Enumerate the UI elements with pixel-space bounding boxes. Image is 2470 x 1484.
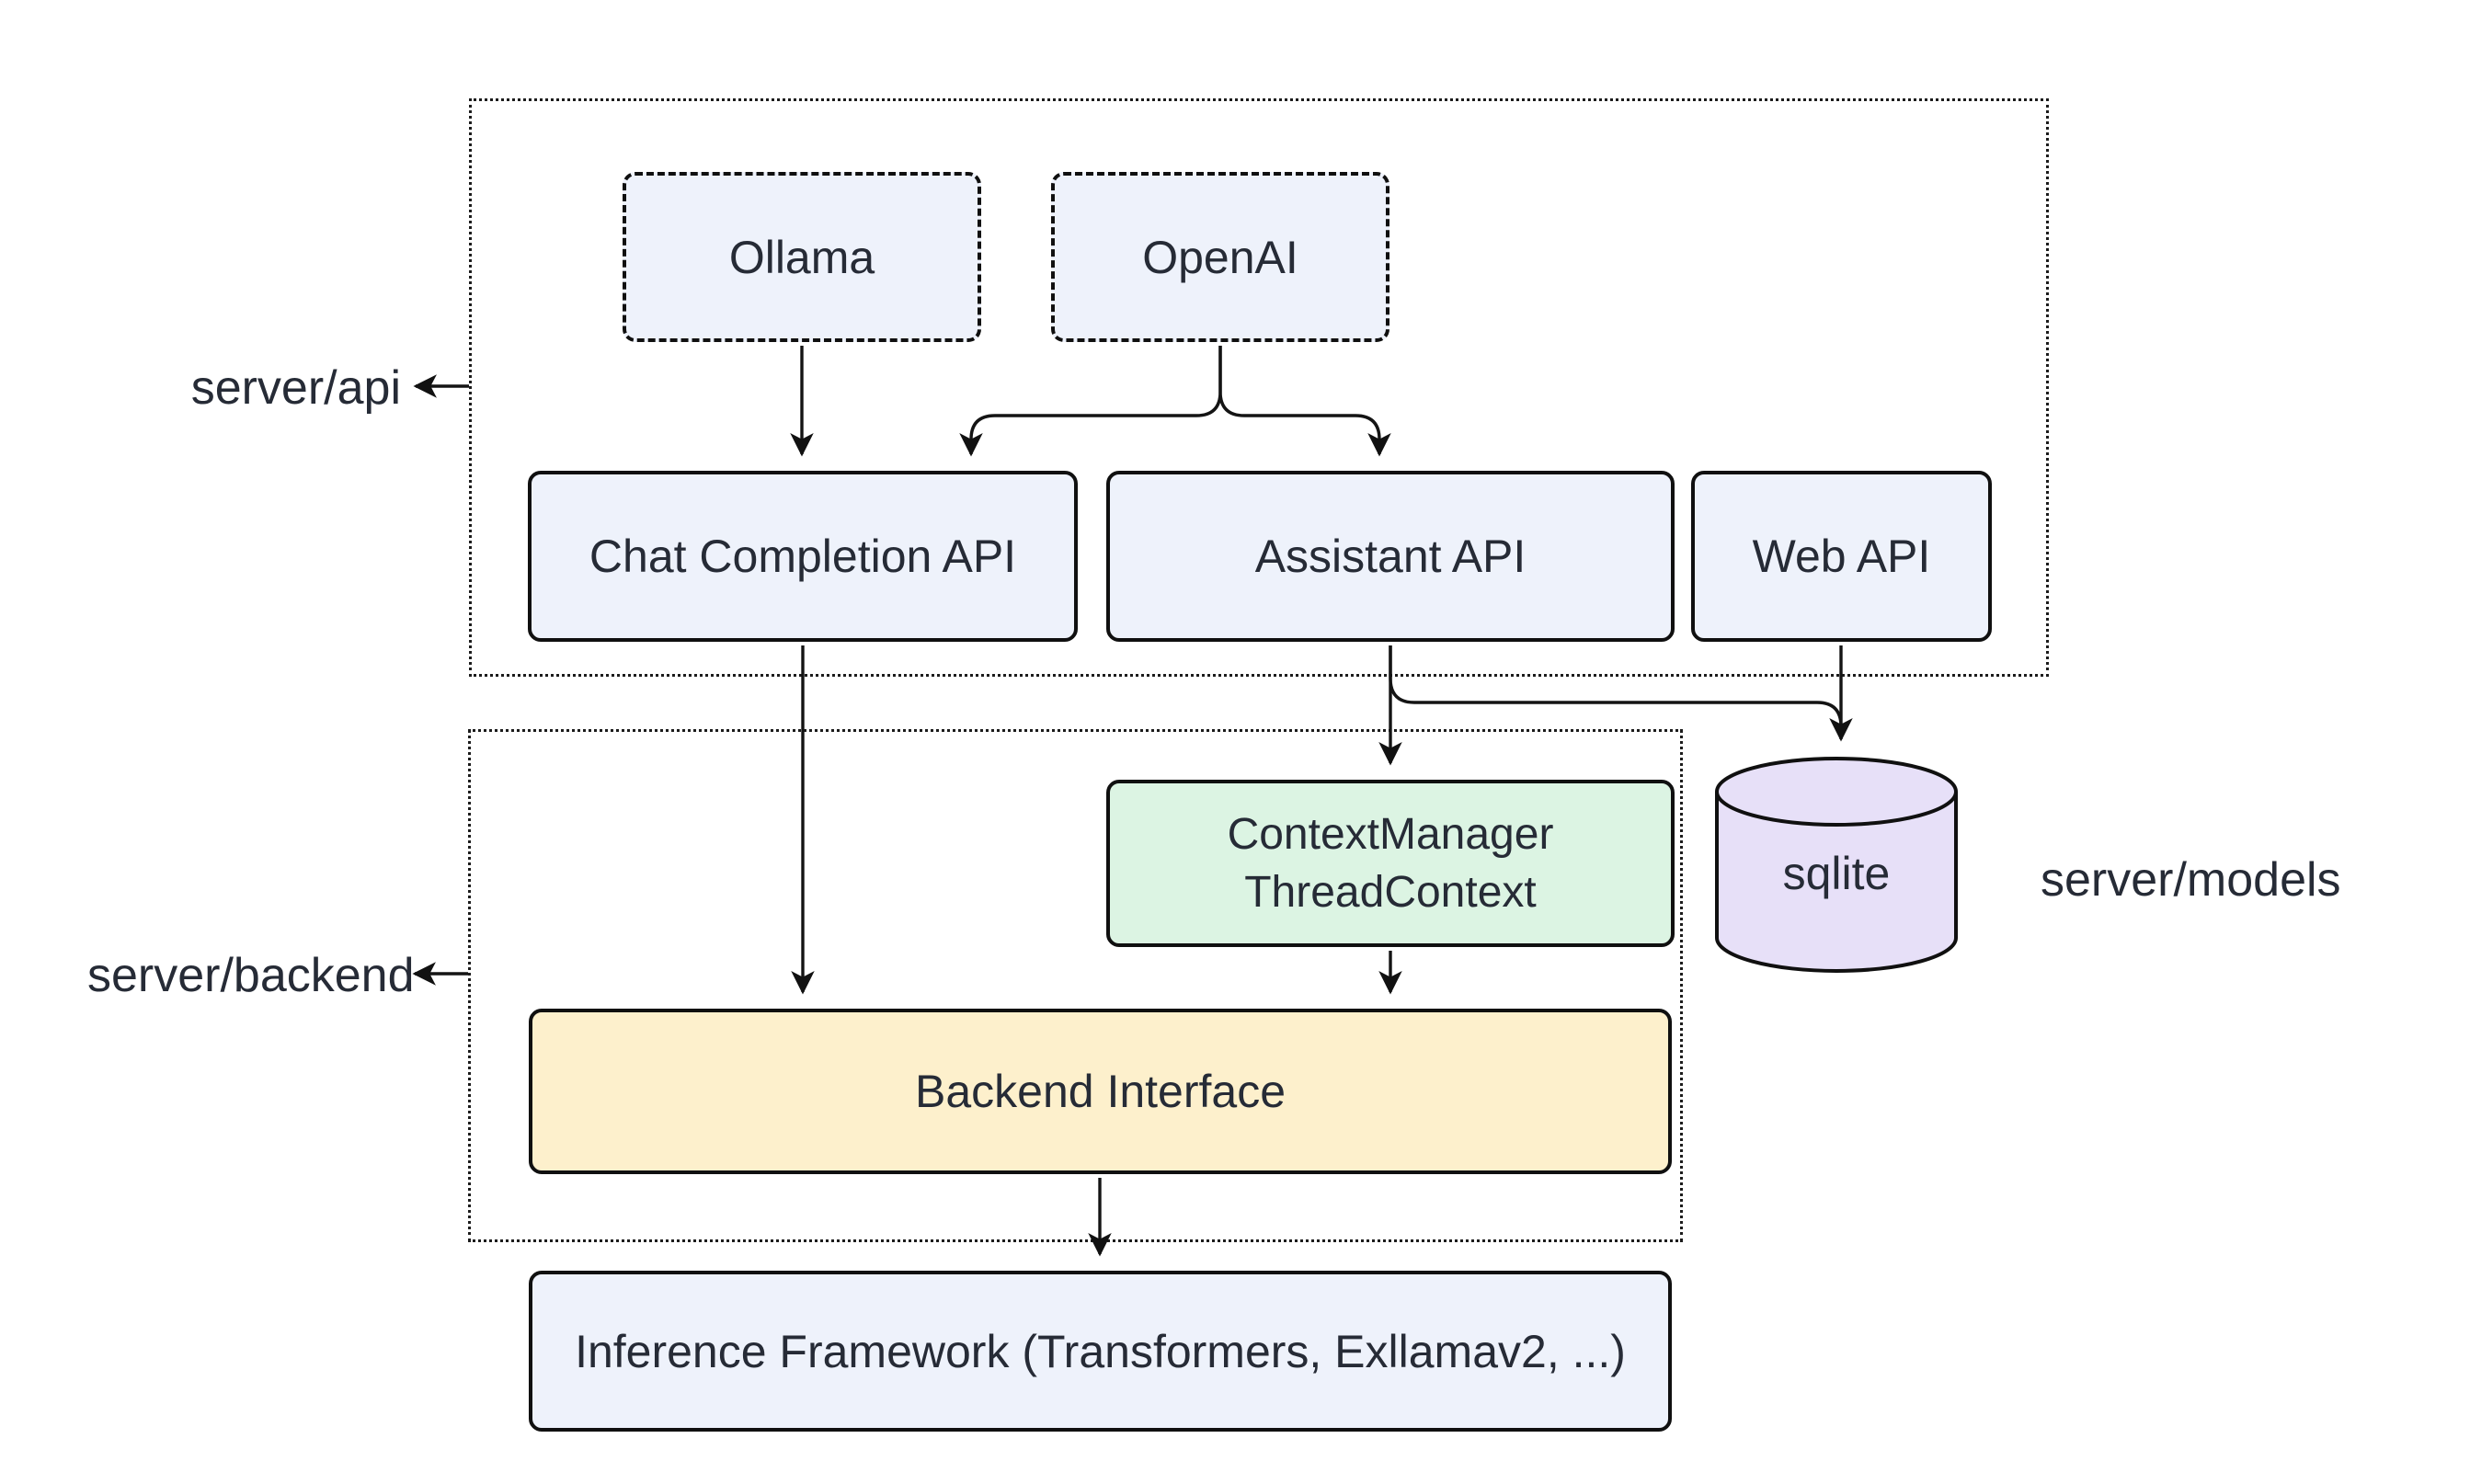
edge-openai-assistant [1218,346,1391,457]
node-backend-interface: Backend Interface [529,1009,1672,1174]
node-assistant-api-label: Assistant API [1254,531,1527,582]
sqlite-label: sqlite [1782,848,1891,899]
server-backend-group-box [468,729,1683,1242]
node-openai: OpenAI [1051,172,1389,342]
node-openai-label: OpenAI [1142,231,1298,283]
server-api-label: server/api [190,361,401,415]
server-backend-label: server/backend [87,949,415,1002]
node-inference-framework-label: Inference Framework (Transformers, Exlla… [575,1325,1626,1377]
server-api-group-box [469,98,2049,677]
edge-assistant-sqlite [1389,645,1843,727]
node-web-api-label: Web API [1752,531,1931,582]
node-context-manager-line1: ContextManager [1227,809,1554,859]
node-inference-framework: Inference Framework (Transformers, Exlla… [529,1271,1672,1432]
node-chat-completion-api: Chat Completion API [528,471,1078,642]
node-assistant-api: Assistant API [1106,471,1675,642]
sqlite-cylinder [1715,757,1958,973]
node-context-manager-line2: ThreadContext [1244,868,1537,917]
node-ollama: Ollama [623,172,981,342]
server-models-label: server/models [2041,853,2341,907]
node-context-manager: ContextManager ThreadContext [1106,780,1675,947]
node-chat-completion-api-label: Chat Completion API [589,531,1017,582]
node-ollama-label: Ollama [728,231,875,283]
edge-openai-chat [959,346,1222,457]
node-backend-interface-label: Backend Interface [914,1066,1286,1117]
node-web-api: Web API [1691,471,1992,642]
